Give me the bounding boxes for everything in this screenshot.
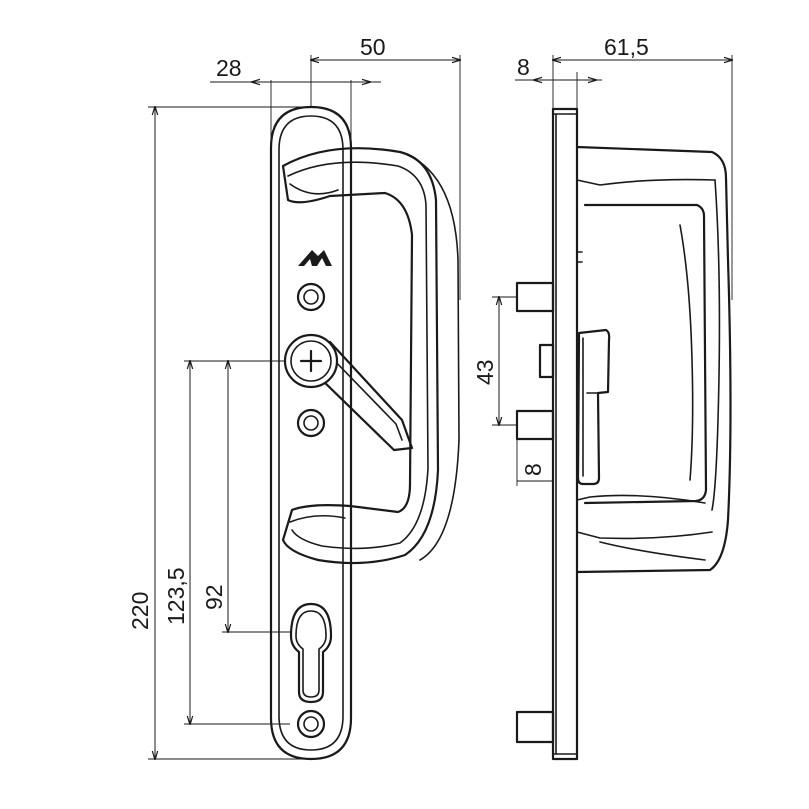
dim-plate-width-label: 28 <box>216 55 242 81</box>
dim-total-height-label: 220 <box>127 592 153 630</box>
side-handle-inner-top <box>576 178 716 186</box>
dim-pin-spacing-label: 43 <box>472 359 498 385</box>
brand-logo-icon <box>298 250 332 266</box>
dim-spindle-to-screw-label: 123,5 <box>163 567 189 625</box>
screw-top-icon <box>296 282 326 312</box>
side-handle-lower-crease <box>576 494 706 504</box>
cylinder-cutout-inner <box>295 610 327 698</box>
side-handle-inner-bottom <box>576 531 713 540</box>
side-view <box>515 107 732 761</box>
dim-spindle-to-cylinder-label: 92 <box>201 584 227 610</box>
front-view <box>269 105 460 761</box>
screw-middle-icon <box>296 408 326 438</box>
side-dimensions: 61,5 8 43 8 <box>472 34 732 486</box>
cylinder-cutout-icon <box>289 602 333 704</box>
spindle-rose-icon <box>283 333 339 389</box>
front-dimensions: 28 50 220 123,5 92 <box>127 34 460 759</box>
side-spindle-stub <box>538 343 555 379</box>
dim-projection-label: 50 <box>360 34 386 60</box>
side-pin-middle <box>515 409 555 441</box>
side-pin-top <box>515 281 555 313</box>
side-pin-bottom <box>515 710 555 744</box>
lever-arm-inner <box>329 355 403 441</box>
dim-plate-thickness-label: 8 <box>517 54 530 80</box>
handle-grip-outer <box>399 151 460 561</box>
back-plate <box>269 105 353 761</box>
handle-grip-crease-bottom <box>289 514 346 523</box>
handle-grip-inner <box>287 161 429 550</box>
dim-pin-offset-label: 8 <box>520 463 546 476</box>
side-handle-body <box>575 145 732 574</box>
back-plate-inner-edge <box>278 115 344 751</box>
screw-bottom-icon <box>296 709 326 739</box>
side-handle-inner-right <box>711 179 721 511</box>
side-handle-recess <box>583 203 708 505</box>
side-handle-grip-line <box>679 224 694 481</box>
handle-grip-crease-top <box>289 183 339 195</box>
side-lever <box>576 328 611 486</box>
side-handle-bottom-fade <box>599 541 706 561</box>
dim-depth-label: 61,5 <box>604 34 649 60</box>
